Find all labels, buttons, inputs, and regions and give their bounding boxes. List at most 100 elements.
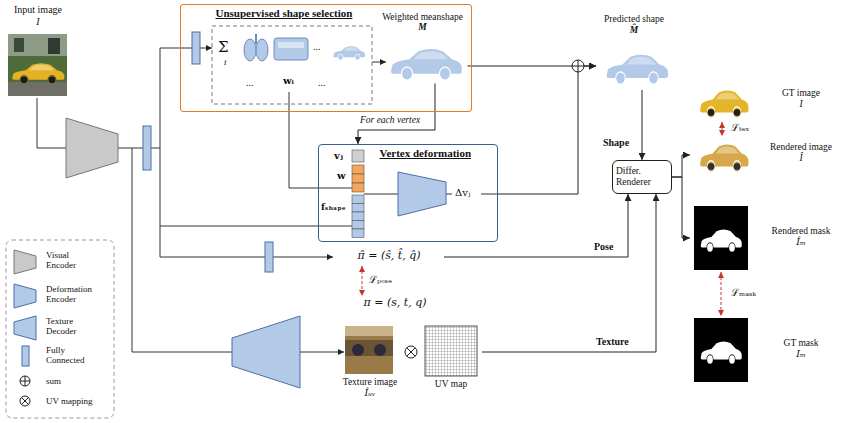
free-label: w <box>337 171 346 181</box>
free-label: wᵢ <box>283 76 294 86</box>
connector <box>672 155 690 177</box>
feature-stack-part <box>352 150 364 162</box>
texture-pictures-part <box>345 340 393 356</box>
network-blocks <box>66 32 446 388</box>
network-wires-part <box>300 352 344 353</box>
predicted-shape-node: Predicted shapeM̂ <box>596 14 672 90</box>
free-label: vⱼ <box>334 151 343 161</box>
image-node: Input imageI <box>4 4 72 98</box>
uv-map-node: UV map <box>420 324 482 392</box>
network-wires-part <box>481 194 498 195</box>
output-pictures-part <box>734 163 741 170</box>
text-group: Vertex deformation <box>380 147 496 160</box>
input-photo-part <box>20 76 27 83</box>
output-pictures-part <box>701 230 742 252</box>
text-group: Rendered maskÎₘ <box>756 226 846 248</box>
deformation-box: Vertex deformation <box>318 144 498 242</box>
node-label: Predicted shape <box>604 14 664 25</box>
output-pictures-part <box>700 90 748 117</box>
edge-label: ℒₜₑₓ <box>731 123 750 133</box>
meanshape-node: Weighted meanshapeM <box>378 12 468 84</box>
network-wires-part <box>364 194 398 195</box>
shape-bank-part <box>278 42 304 48</box>
operator-symbols-part <box>572 60 584 72</box>
texture-pictures-part <box>374 344 386 356</box>
node-label: Differ. Renderer <box>616 166 668 188</box>
texture-image-node: Texture imageÎᵤᵥ <box>338 324 402 404</box>
output-pictures-part <box>708 109 715 116</box>
selection-box: Unsupervised shape selectionWeighted mea… <box>180 4 472 112</box>
gt-image-node: GT imageI <box>690 82 850 122</box>
feature-stack-part <box>352 212 364 221</box>
output-pictures-part <box>700 144 748 171</box>
output-pictures-part <box>708 163 715 170</box>
operator-symbols-part <box>405 346 417 358</box>
node-symbol: M̂ <box>630 25 638 36</box>
input-photo <box>8 34 67 96</box>
network-wires-part <box>372 62 386 63</box>
node-label: π̂ = (ŝ, t̂, q̂) <box>357 250 420 263</box>
legend-frame-part <box>20 396 30 406</box>
network-wires-part <box>151 148 160 149</box>
edge-label: Texture <box>596 337 629 347</box>
mesh-shapes <box>391 49 668 84</box>
edge-label: ℒₘₐₛₖ <box>731 288 756 298</box>
operator-symbols-part <box>407 348 415 356</box>
text-group: UV map <box>420 379 482 390</box>
node-label: Rendered image <box>770 142 832 153</box>
network-wires-part <box>160 48 192 49</box>
output-pictures-part <box>734 109 741 116</box>
node-label: π = (s, t, q) <box>363 297 426 310</box>
network-blocks-part <box>66 118 118 178</box>
network-wires-part <box>160 226 352 227</box>
feature-stack-part <box>352 229 364 238</box>
texture-pictures-part <box>345 326 393 336</box>
rendered-mask-node: Rendered maskÎₘ <box>690 204 850 272</box>
text-group: π̂ = (ŝ, t̂, q̂) <box>334 250 444 263</box>
text-group: Weighted meanshapeM <box>378 12 468 34</box>
text-group: GT maskIₘ <box>756 338 846 360</box>
network-wires-part <box>446 194 452 195</box>
texture-pictures-part <box>345 326 393 374</box>
network-blocks-part <box>398 172 446 216</box>
renderer-box: Differ. Renderer <box>612 160 672 194</box>
text-group: Differ. Renderer <box>616 166 668 188</box>
feature-stack-part <box>352 204 364 213</box>
node-label: Rendered mask <box>772 226 831 237</box>
connector <box>642 90 643 160</box>
feature-stack-part <box>352 174 364 183</box>
output-pictures-part <box>701 342 742 364</box>
gt-mask-node: GT maskIₘ <box>690 316 850 384</box>
text-group: Predicted shapeM̂ <box>596 14 672 36</box>
free-label: ... <box>318 78 326 88</box>
text-group: Input imageI <box>4 4 72 27</box>
shape-bank <box>212 26 372 104</box>
output-pictures-part <box>694 318 748 382</box>
legend-text: Fully Connected <box>46 346 100 366</box>
network-blocks-part <box>192 32 200 64</box>
node-symbol: Îₘ <box>796 237 806 248</box>
legend-text: sum <box>46 377 100 387</box>
legend-frame-part <box>20 376 30 386</box>
text-group: Rendered imageÎ <box>756 142 846 164</box>
feature-stack <box>352 150 364 238</box>
network-wires-part <box>273 257 333 258</box>
output-pictures-part <box>694 206 748 270</box>
legend-frame-part <box>14 284 36 308</box>
text-group: GT imageI <box>756 88 846 110</box>
network-blocks-part <box>143 126 151 170</box>
network-wires-part <box>160 257 265 258</box>
shape-bank-part <box>212 26 372 104</box>
node-label: GT mask <box>784 338 819 349</box>
feature-stack-part <box>352 183 364 192</box>
shape-bank-part <box>255 34 257 44</box>
connector <box>722 122 723 136</box>
feature-stack-part <box>352 195 364 204</box>
texture-pictures-part <box>352 344 364 356</box>
input-photo-part <box>8 34 67 56</box>
texture-pictures-part <box>425 326 477 376</box>
legend-text: UV mapping <box>46 397 100 407</box>
pose-estimate: π̂ = (ŝ, t̂, q̂) <box>334 248 444 266</box>
connector <box>358 84 435 145</box>
